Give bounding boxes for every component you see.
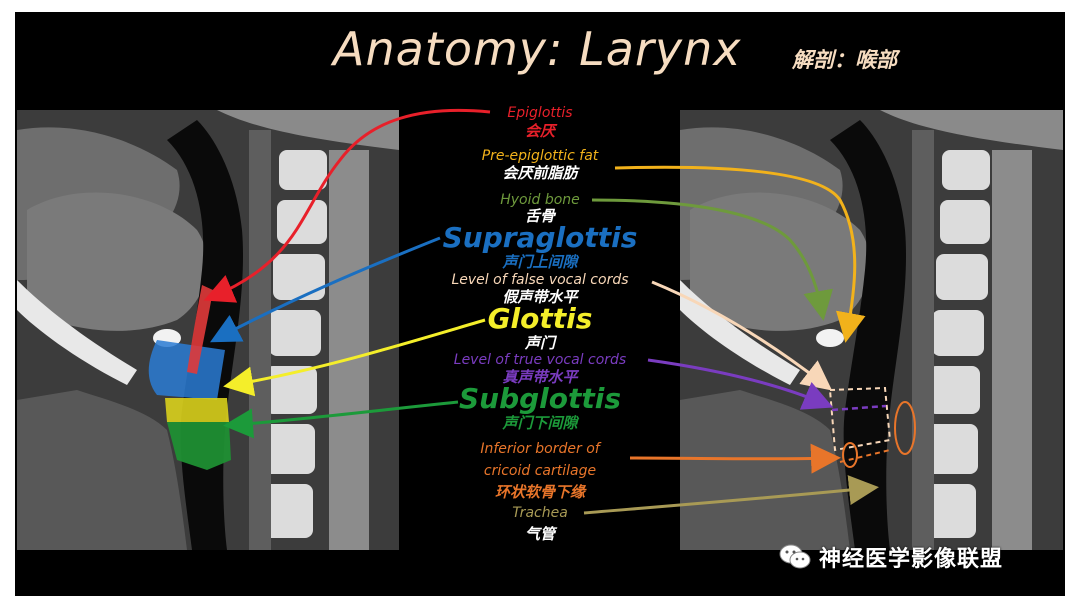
label-subglottis: Subglottis	[458, 382, 622, 415]
label-pre-epiglottic-fat: Pre-epiglottic fat	[481, 148, 599, 164]
ct-image-right	[680, 110, 1063, 550]
label-subglottis-cn: 声门下间隙	[502, 414, 578, 432]
slide-title: Anatomy: Larynx	[333, 22, 742, 76]
ct-image-left	[17, 110, 399, 550]
label-cricoid-line2: cricoid cartilage	[483, 463, 597, 479]
label-true-vocal-cords-cn: 真声带水平	[502, 368, 578, 386]
slide: Anatomy: Larynx 解剖：喉部 Epiglottis 会厌 Pre-…	[15, 12, 1065, 596]
label-epiglottis-cn: 会厌	[524, 122, 555, 140]
label-trachea: Trachea	[512, 505, 568, 521]
watermark-text: 神经医学影像联盟	[819, 547, 1004, 572]
supraglottis-region	[148, 340, 225, 400]
label-hyoid-bone: Hyoid bone	[500, 192, 580, 208]
cricoid-ellipse-left	[842, 442, 858, 468]
subglottis-region	[167, 422, 231, 470]
label-hyoid-bone-cn: 舌骨	[524, 207, 555, 225]
watermark: 神经医学影像联盟	[779, 541, 1003, 573]
false-cord-outline	[828, 386, 892, 452]
label-supraglottis: Supraglottis	[442, 221, 638, 254]
label-cricoid-line1: Inferior border of	[480, 441, 600, 457]
label-cricoid-cn: 环状软骨下缘	[494, 483, 585, 501]
label-false-vocal-cords-cn: 假声带水平	[502, 288, 578, 306]
label-false-vocal-cords: Level of false vocal cords	[451, 272, 629, 288]
label-epiglottis: Epiglottis	[507, 105, 573, 121]
label-trachea-cn: 气管	[524, 525, 555, 543]
label-glottis-cn: 声门	[524, 334, 555, 352]
label-glottis: Glottis	[487, 302, 593, 335]
wechat-icon	[779, 544, 811, 569]
label-supraglottis-cn: 声门上间隙	[502, 253, 578, 271]
glottis-region	[165, 398, 229, 422]
slide-title-cn: 解剖：喉部	[792, 48, 897, 72]
true-cord-line	[831, 404, 887, 412]
cricoid-ellipse-right	[894, 401, 916, 455]
epiglottis-region	[187, 285, 213, 374]
label-pre-epiglottic-fat-cn: 会厌前脂肪	[502, 164, 578, 182]
label-true-vocal-cords: Level of true vocal cords	[453, 352, 627, 368]
